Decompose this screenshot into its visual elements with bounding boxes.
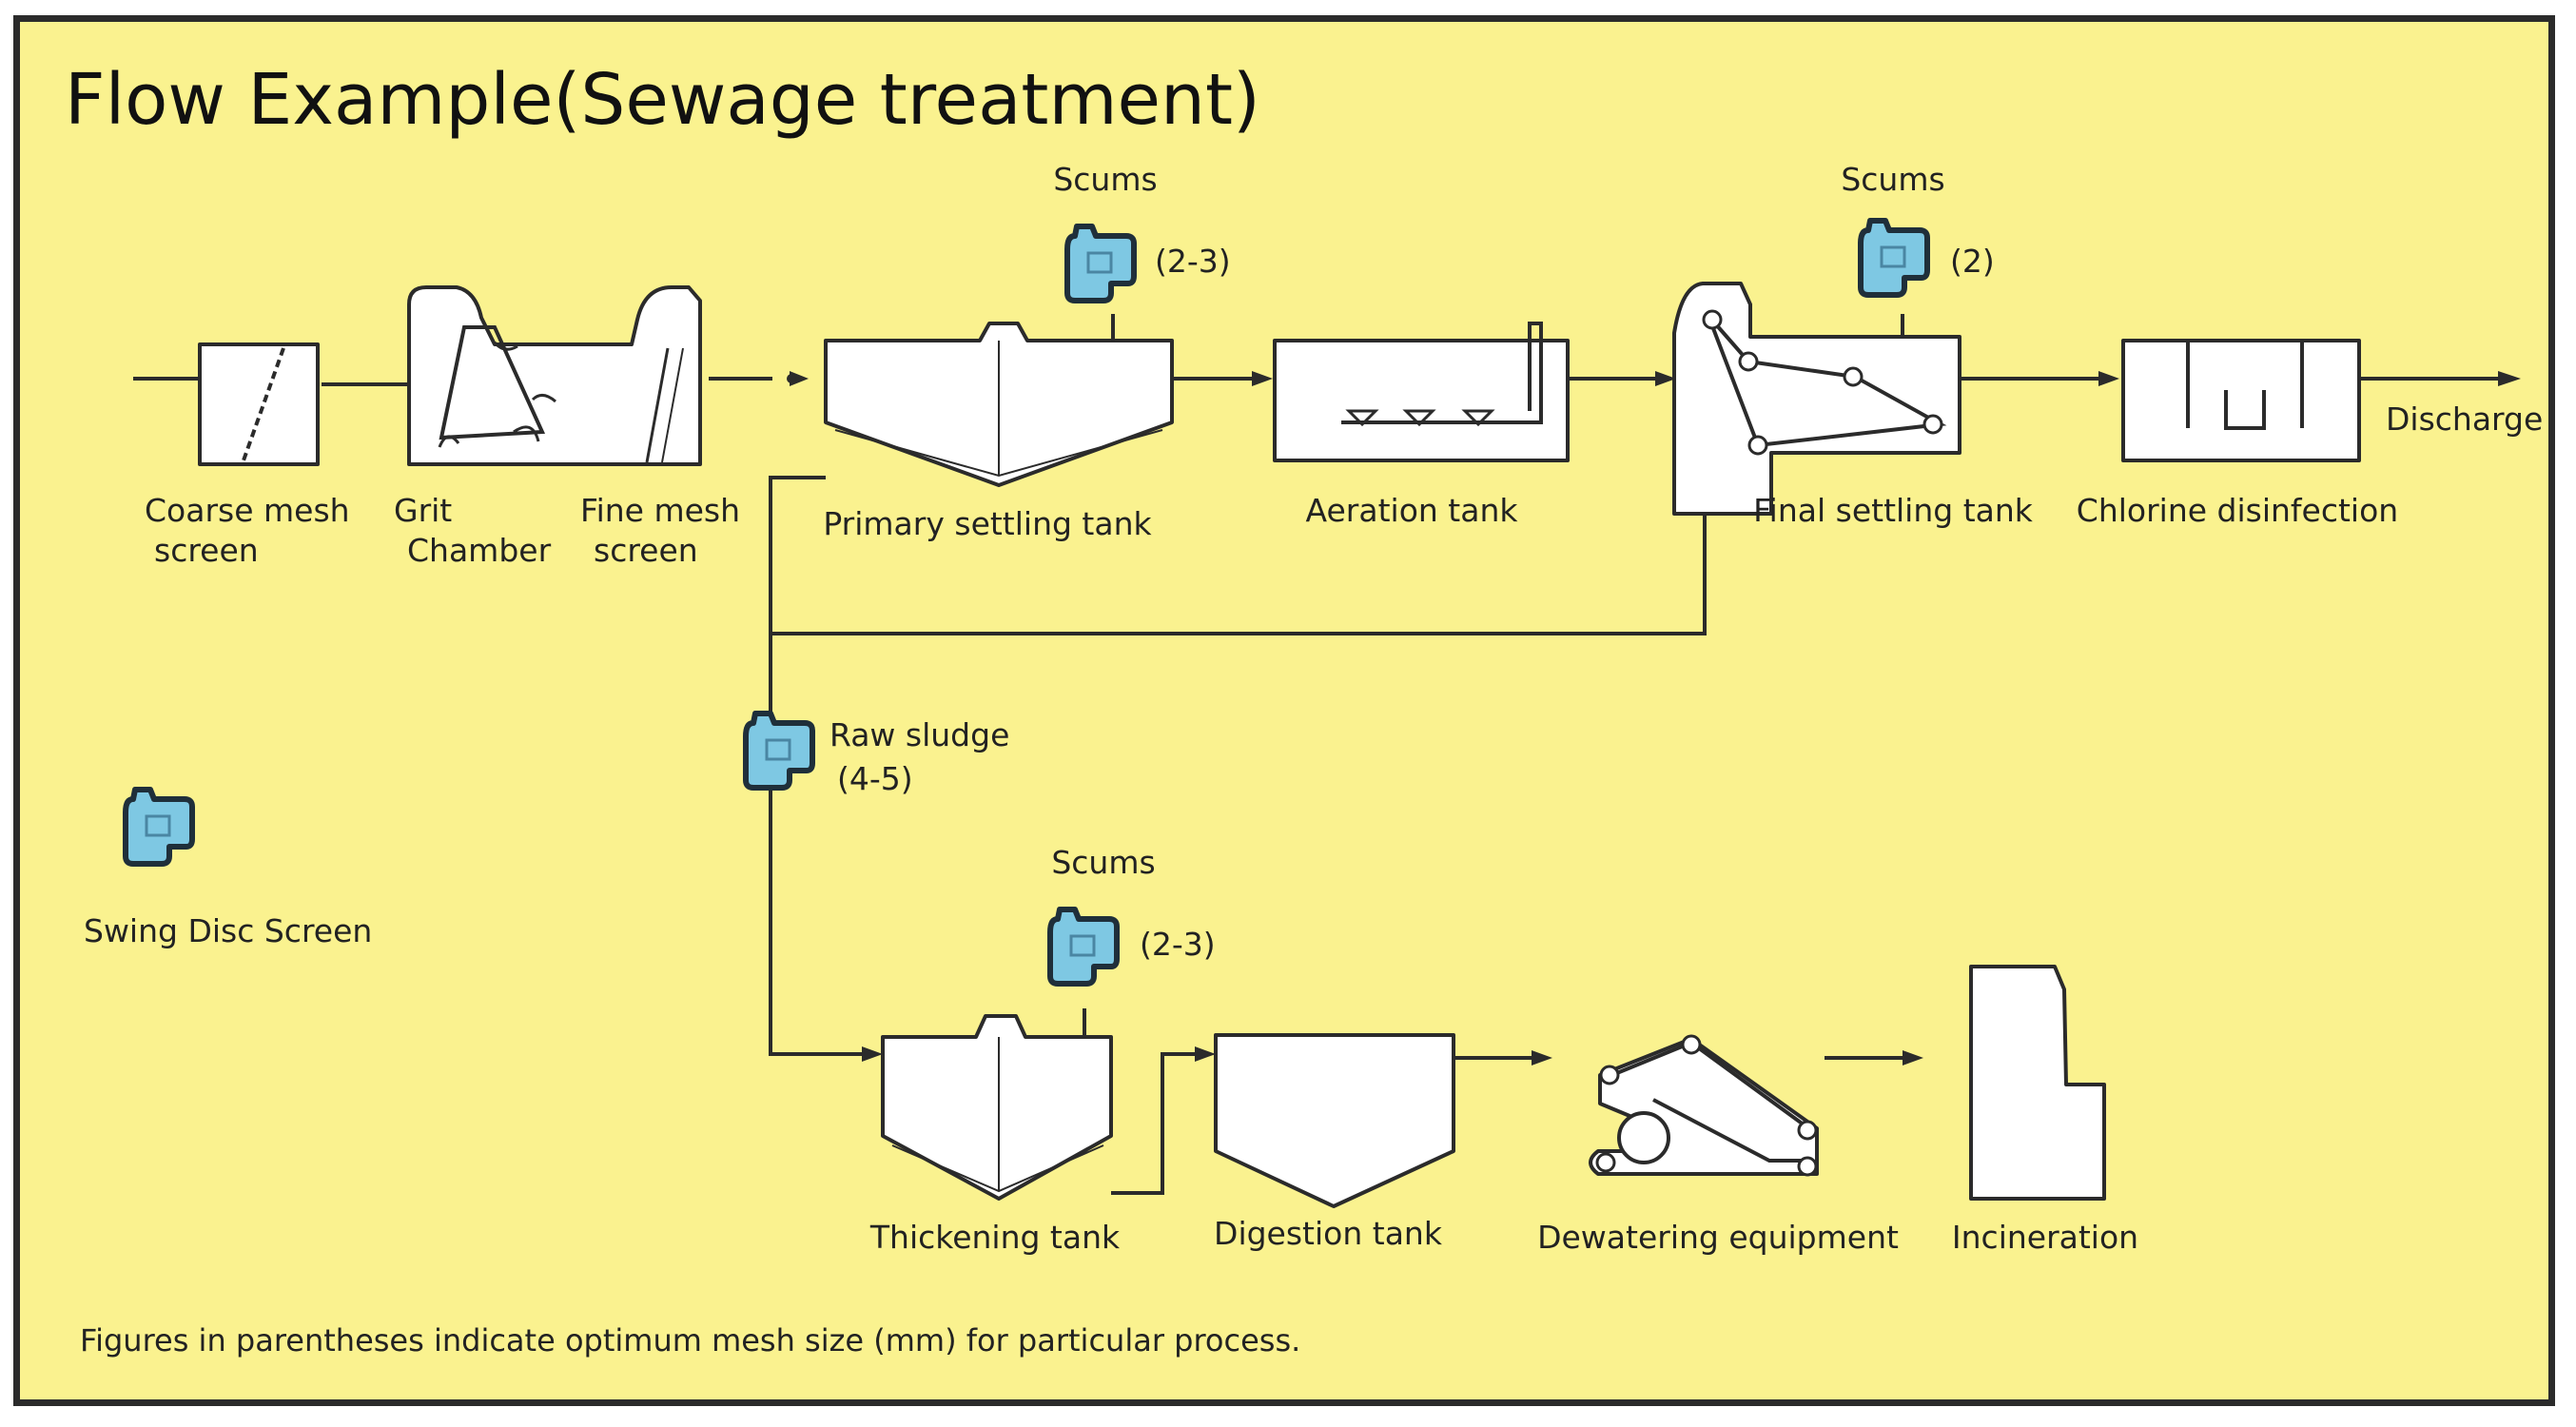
grit-label: Grit [394, 492, 452, 529]
chlorine-disinfection-tank [2121, 339, 2361, 462]
screen-icon-raw-sludge [746, 714, 812, 788]
aeration-tank [1273, 322, 1570, 462]
main-flow-line [133, 371, 2521, 386]
dewatering-label: Dewatering equipment [1537, 1219, 1899, 1256]
primary-settling-label: Primary settling tank [823, 505, 1152, 542]
thickening-label: Thickening tank [869, 1219, 1121, 1256]
mesh-size-primary: (2-3) [1155, 243, 1231, 280]
fine-mesh-label: Fine mesh [580, 492, 740, 529]
footnote: Figures in parentheses indicate optimum … [80, 1322, 1300, 1359]
primary-settling-tank [824, 314, 1174, 487]
grit-label-2: Chamber [407, 532, 552, 569]
scums-label-primary: Scums [1053, 161, 1157, 198]
discharge-label: Discharge [2386, 401, 2543, 438]
fine-mesh-label-2: screen [594, 532, 698, 569]
raw-sludge-label: Raw sludge [829, 716, 1009, 753]
legend-screen-icon [126, 790, 192, 864]
final-settling-label: Final settling tank [1753, 492, 2034, 529]
scums-label-thickening: Scums [1051, 844, 1155, 881]
mesh-size-raw-sludge: (4-5) [837, 760, 913, 797]
screen-icon-primary [1067, 226, 1134, 301]
digestion-label: Digestion tank [1214, 1215, 1443, 1252]
coarse-mesh-screen-unit [198, 342, 320, 466]
scums-label-final: Scums [1841, 161, 1944, 198]
page-title: Flow Example(Sewage treatment) [65, 59, 1260, 141]
chlorine-label: Chlorine disinfection [2077, 492, 2398, 529]
digestion-tank-unit [1111, 1033, 1552, 1208]
screen-icon-thickening [1050, 909, 1117, 984]
coarse-mesh-label: Coarse mesh [145, 492, 350, 529]
mesh-size-final: (2) [1950, 243, 1995, 280]
legend-label: Swing Disc Screen [84, 912, 372, 949]
coarse-mesh-label-2: screen [154, 532, 259, 569]
screen-icon-final [1861, 221, 1927, 295]
dewatering-equipment [1589, 1034, 1923, 1177]
grit-chamber-unit [407, 285, 702, 466]
mesh-size-thickening: (2-3) [1140, 926, 1216, 963]
incinerator [1969, 965, 2106, 1201]
aeration-label: Aeration tank [1306, 492, 1519, 529]
incineration-label: Incineration [1952, 1219, 2138, 1256]
thickening-tank [881, 1008, 1113, 1201]
final-settling-tank [1672, 282, 1961, 516]
